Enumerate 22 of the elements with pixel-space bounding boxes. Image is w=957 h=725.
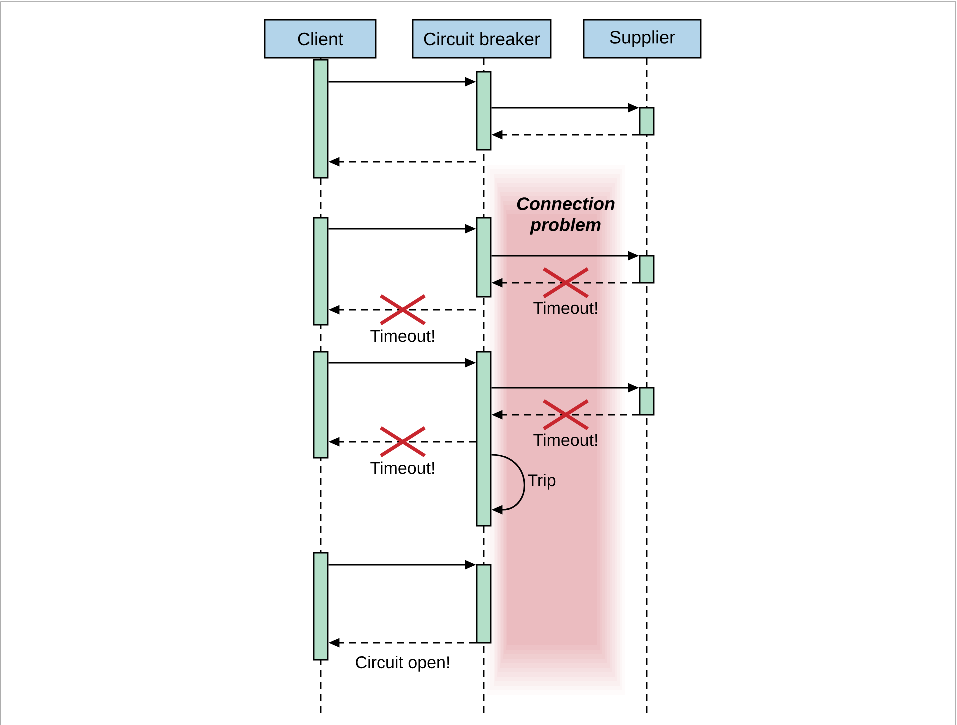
edge-label: Timeout! [534, 302, 598, 314]
edge-label: Timeout! [370, 330, 434, 342]
band-label: Connection problem [517, 197, 615, 235]
activation-bar [639, 387, 655, 416]
activation-bar [313, 59, 329, 179]
activation-bar [476, 351, 492, 527]
edge-label: Trip [528, 474, 556, 490]
activation-bar [639, 255, 655, 284]
participant-box: Client [264, 19, 377, 59]
edge-label: Circuit open! [356, 656, 450, 672]
activation-bar [476, 71, 492, 151]
edge-label: Timeout! [534, 434, 598, 446]
activation-bar [313, 217, 329, 326]
participant-box: Supplier [583, 19, 702, 59]
participant-box: Circuit breaker [412, 19, 552, 59]
activation-bar [313, 552, 329, 661]
loop-arrow [492, 454, 526, 515]
activation-bar [476, 564, 492, 644]
activation-bar [313, 351, 329, 459]
edge-label: Timeout! [370, 462, 434, 474]
activation-bar [639, 107, 655, 136]
activation-bar [476, 217, 492, 298]
